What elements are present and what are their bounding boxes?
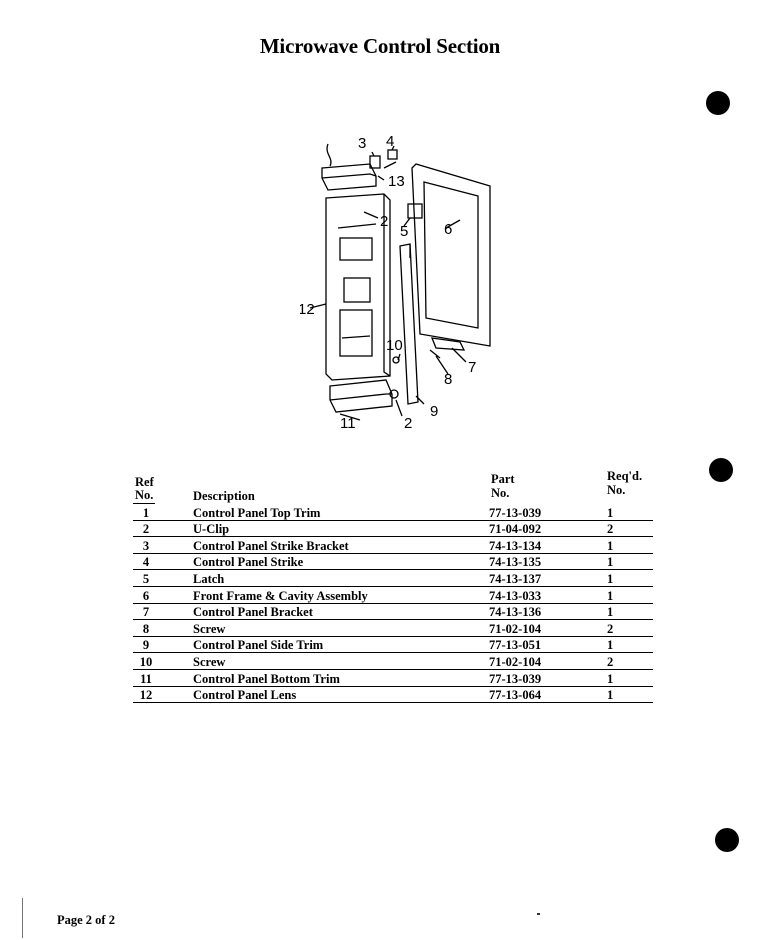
- description-cell: Front Frame & Cavity Assembly: [193, 588, 368, 603]
- ref-cell: 7: [142, 605, 150, 620]
- part-number-cell: 77-13-039: [489, 671, 542, 686]
- table-row: 1 Control Panel Top Trim 77-13-039 1: [133, 504, 653, 521]
- ref-cell: 8: [142, 621, 150, 636]
- callout-11: 11: [340, 415, 356, 432]
- scan-speck: [537, 913, 540, 915]
- ref-cell: 9: [142, 638, 150, 653]
- callout-12: 12: [300, 301, 315, 318]
- table-row: 5 Latch 74-13-137 1: [133, 570, 653, 587]
- callout-6: 6: [444, 221, 452, 238]
- table-row: 9 Control Panel Side Trim 77-13-051 1: [133, 637, 653, 654]
- part-number-cell: 74-13-137: [489, 571, 542, 586]
- callout-10: 10: [386, 337, 403, 354]
- header-req-line2: No.: [607, 483, 626, 497]
- table-header: Ref No. Description Part No. Req'd. No.: [133, 470, 653, 504]
- part-number-cell: 71-02-104: [489, 621, 542, 636]
- callout-2-lower: 2: [404, 415, 412, 432]
- callout-2: 2: [380, 213, 388, 230]
- part-number-cell: 71-02-104: [489, 654, 542, 669]
- part-number-cell: 74-13-033: [489, 588, 542, 603]
- table-row: 10 Screw 71-02-104 2: [133, 653, 653, 670]
- quantity-cell: 1: [607, 671, 614, 686]
- ref-cell: 1: [142, 505, 150, 520]
- quantity-cell: 2: [607, 522, 614, 537]
- ref-cell: 2: [142, 522, 150, 537]
- header-part-line1: Part: [491, 472, 515, 486]
- table-row: 2 U-Clip 71-04-092 2: [133, 521, 653, 538]
- header-rule: [133, 503, 155, 504]
- quantity-cell: 1: [607, 588, 614, 603]
- callout-8: 8: [444, 371, 452, 388]
- binder-hole: [709, 458, 733, 482]
- header-part-line2: No.: [491, 486, 510, 500]
- quantity-cell: 1: [607, 638, 614, 653]
- description-cell: U-Clip: [193, 522, 230, 537]
- quantity-cell: 1: [607, 538, 614, 553]
- ref-cell: 12: [139, 688, 153, 703]
- ref-cell: 3: [142, 538, 150, 553]
- header-req-line1: Req'd.: [607, 469, 643, 483]
- table-row: 11 Control Panel Bottom Trim 77-13-039 1: [133, 670, 653, 687]
- callout-9: 9: [430, 403, 438, 420]
- quantity-cell: 1: [607, 571, 614, 586]
- part-number-cell: 77-13-039: [489, 505, 542, 520]
- quantity-cell: 2: [607, 654, 614, 669]
- callout-7: 7: [468, 359, 476, 376]
- ref-cell: 6: [142, 588, 150, 603]
- binder-hole: [715, 828, 739, 852]
- ref-cell: 5: [142, 571, 150, 586]
- table-row: 3 Control Panel Strike Bracket 74-13-134 1: [133, 537, 653, 554]
- callout-13: 13: [388, 173, 405, 190]
- description-cell: Control Panel Lens: [193, 688, 297, 703]
- table-row: 6 Front Frame & Cavity Assembly 74-13-033 1: [133, 587, 653, 604]
- header-ref-line1: Ref: [135, 475, 154, 489]
- description-cell: Control Panel Strike: [193, 555, 304, 570]
- description-cell: Control Panel Strike Bracket: [193, 538, 349, 553]
- callout-5: 5: [400, 223, 408, 240]
- scan-edge: [22, 898, 23, 938]
- quantity-cell: 1: [607, 505, 614, 520]
- part-number-cell: 74-13-135: [489, 555, 542, 570]
- table-row: 4 Control Panel Strike 74-13-135 1: [133, 554, 653, 571]
- part-number-cell: 71-04-092: [489, 522, 542, 537]
- parts-table: Ref No. Description Part No. Req'd. No. …: [133, 470, 653, 704]
- callout-4: 4: [386, 133, 394, 150]
- table-row: 7 Control Panel Bracket 74-13-136 1: [133, 604, 653, 621]
- description-cell: Screw: [193, 654, 226, 669]
- description-cell: Control Panel Bracket: [193, 605, 313, 620]
- binder-hole: [706, 91, 730, 115]
- quantity-cell: 2: [607, 621, 614, 636]
- table-row: 12 Control Panel Lens 77-13-064 1: [133, 687, 653, 704]
- table-row: 8 Screw 71-02-104 2: [133, 620, 653, 637]
- ref-cell: 10: [139, 654, 153, 669]
- part-number-cell: 77-13-051: [489, 638, 542, 653]
- description-cell: Latch: [193, 571, 225, 586]
- ref-cell: 11: [140, 671, 152, 686]
- ref-cell: 4: [142, 555, 150, 570]
- quantity-cell: 1: [607, 555, 614, 570]
- page-footer: Page 2 of 2: [57, 913, 115, 927]
- header-ref-line2: No.: [135, 488, 154, 502]
- exploded-diagram: 3 4 13 2 5 6 12 10 7 8 9 2 11: [300, 133, 491, 432]
- quantity-cell: 1: [607, 688, 614, 703]
- description-cell: Control Panel Top Trim: [193, 505, 321, 520]
- page-title: Microwave Control Section: [259, 34, 501, 58]
- callout-3: 3: [358, 135, 366, 152]
- part-number-cell: 77-13-064: [489, 688, 542, 703]
- description-cell: Screw: [193, 621, 226, 636]
- part-number-cell: 74-13-136: [489, 605, 542, 620]
- header-description: Description: [193, 489, 255, 503]
- description-cell: Control Panel Bottom Trim: [193, 671, 340, 686]
- description-cell: Control Panel Side Trim: [193, 638, 324, 653]
- part-number-cell: 74-13-134: [489, 538, 542, 553]
- quantity-cell: 1: [607, 605, 614, 620]
